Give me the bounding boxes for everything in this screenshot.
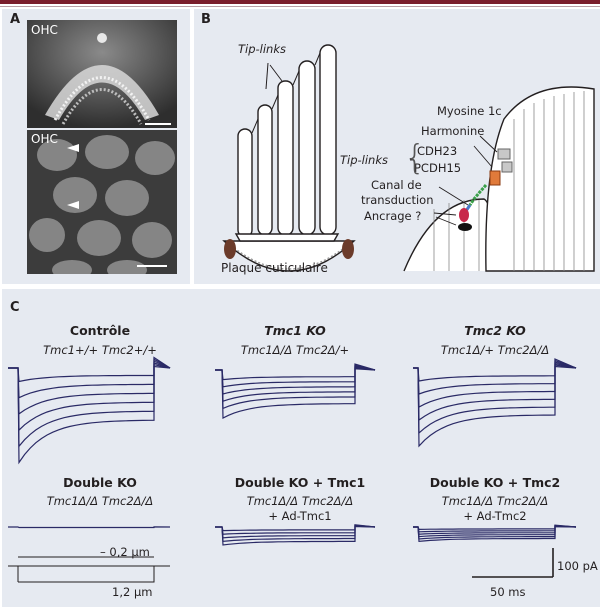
- top-accent-bar: [0, 0, 600, 4]
- trace-title-2: Tmc1 KO: [264, 323, 326, 338]
- tip-links-bracket: {: [404, 138, 426, 178]
- plaque-label: Plaque cuticulaire: [221, 261, 328, 275]
- current-trace-3-3: [413, 362, 577, 408]
- hair-bundle-diagram: [222, 44, 595, 272]
- panel-c-letter: C: [10, 300, 20, 315]
- scale-x-label: 50 ms: [490, 585, 526, 599]
- current-trace-6-5: [413, 524, 577, 540]
- current-trace-2-1: [215, 368, 376, 381]
- current-trace-5-5: [215, 524, 376, 546]
- scale-y-label: 100 pA: [557, 559, 598, 573]
- canal-label-line2: transduction: [361, 193, 434, 207]
- current-trace-6-6: [413, 524, 577, 543]
- tip-link-lines: [251, 52, 321, 134]
- current-trace-3-4: [413, 361, 577, 422]
- trace-title-6: Double KO + Tmc2: [429, 475, 561, 490]
- current-trace-4-1: [8, 526, 171, 529]
- trace-genotype-3: Tmc1Δ/+ Tmc2Δ/Δ: [440, 343, 550, 357]
- stereocilia-bundle: [222, 44, 356, 272]
- trace-extra-5: + Ad-Tmc1: [268, 509, 332, 523]
- molecular-detail: [403, 86, 595, 272]
- trace-genotype-5: Tmc1Δ/Δ Tmc2Δ/Δ: [246, 494, 354, 508]
- current-trace-6-3: [413, 525, 577, 535]
- panel-c-background: [2, 289, 600, 607]
- cuticular-plate-dots: [224, 239, 354, 259]
- current-trace-5-4: [215, 524, 376, 543]
- current-trace-2-2: [215, 367, 376, 388]
- current-trace-2-3: [215, 366, 376, 395]
- current-trace-2-6: [215, 363, 376, 419]
- panel-b-letter: B: [201, 12, 211, 27]
- trace-genotype-4: Tmc1Δ/Δ Tmc2Δ/Δ: [46, 494, 154, 508]
- trace-genotype-1: Tmc1+/+ Tmc2+/+: [43, 343, 157, 357]
- current-trace-1-4: [8, 360, 171, 432]
- sem-micrograph-bottom: [27, 130, 177, 274]
- stimulus-step-large: [17, 565, 155, 583]
- myosine-label: Myosine 1c: [437, 104, 502, 118]
- hair-bundle-v-shape: [27, 20, 177, 128]
- pcdh15-label: PCDH15: [414, 161, 462, 175]
- current-trace-5-3: [215, 524, 376, 539]
- ohc-label-bottom: OHC: [31, 132, 58, 146]
- trace-extra-6: + Ad-Tmc2: [463, 509, 527, 523]
- current-trace-3-6: [413, 358, 577, 448]
- current-trace-1-2: [8, 363, 171, 399]
- trace-genotype-2: Tmc1Δ/Δ Tmc2Δ/+: [240, 343, 350, 357]
- stimulus-large-label: 1,2 µm: [112, 585, 153, 599]
- top-rule: [0, 6, 600, 7]
- current-trace-1-6: [8, 356, 171, 465]
- cuticular-surface-texture: [27, 130, 177, 274]
- canal-label-line1: Canal de: [371, 178, 422, 192]
- current-trace-1-3: [8, 362, 171, 416]
- panel-a-letter: A: [10, 12, 21, 27]
- current-trace-3-2: [413, 364, 577, 395]
- harmonine-label: Harmonine: [421, 124, 485, 138]
- sem-micrograph-top: [27, 20, 177, 128]
- current-trace-6-2: [413, 525, 577, 533]
- label-leader-lines: [269, 64, 498, 226]
- current-trace-3-1: [413, 365, 577, 382]
- current-trace-5-1: [215, 525, 376, 532]
- current-trace-6-1: [413, 526, 577, 531]
- current-trace-1-5: [8, 358, 171, 448]
- tip-links-side-label: Tip-links: [340, 153, 388, 167]
- trace-title-4: Double KO: [63, 475, 137, 490]
- tip-links-top-label: Tip-links: [238, 42, 286, 56]
- stimulus-small-label: – 0,2 µm: [100, 545, 150, 559]
- current-trace-2-4: [215, 365, 376, 403]
- current-trace-2-5: [215, 364, 376, 410]
- current-trace-5-2: [215, 525, 376, 535]
- trace-title-5: Double KO + Tmc1: [234, 475, 366, 490]
- current-trace-1-1: [8, 365, 171, 383]
- current-trace-3-5: [413, 359, 577, 435]
- trace-genotype-6: Tmc1Δ/Δ Tmc2Δ/Δ: [441, 494, 549, 508]
- ohc-label-top: OHC: [31, 23, 58, 37]
- ancrage-label: Ancrage ?: [364, 209, 422, 223]
- cdh23-label: CDH23: [417, 144, 458, 158]
- trace-title-1: Contrôle: [69, 323, 131, 338]
- current-trace-6-4: [413, 525, 577, 538]
- trace-title-3: Tmc2 KO: [464, 323, 526, 338]
